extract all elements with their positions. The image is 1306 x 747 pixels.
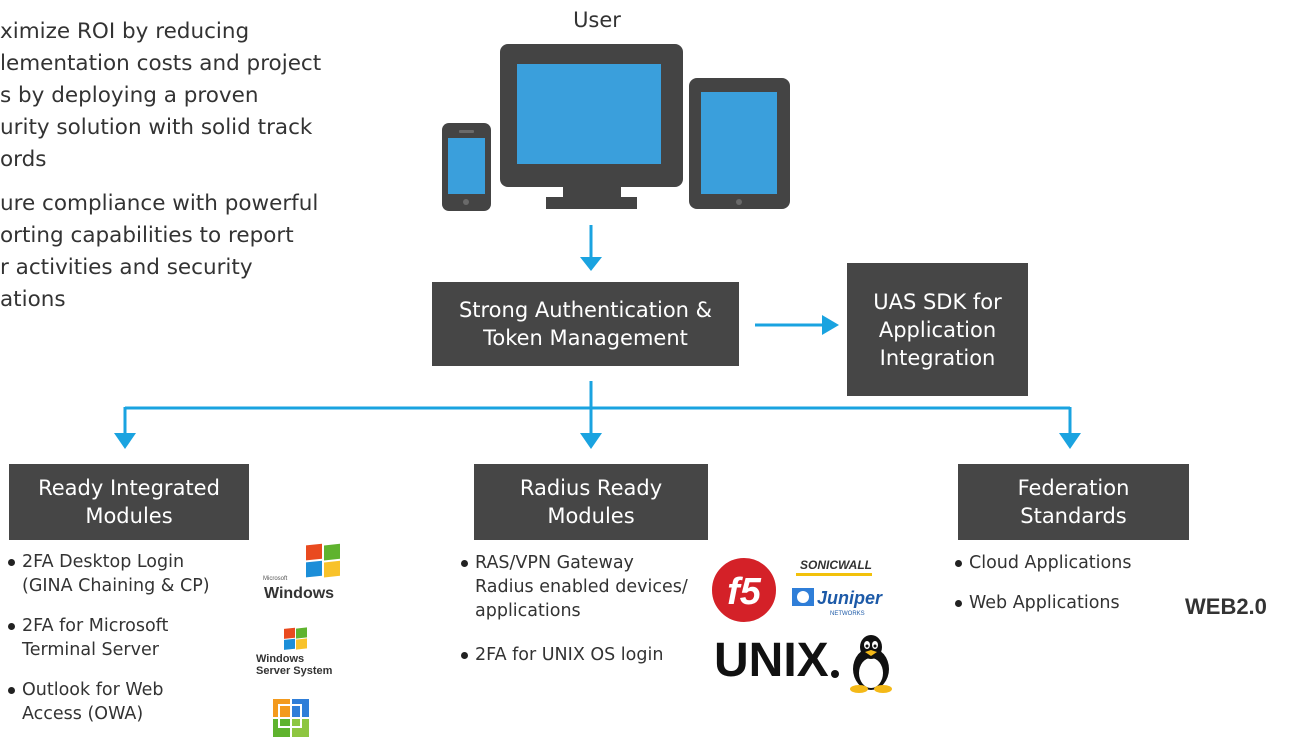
federation-list: Cloud Applications Web Applications <box>955 551 1175 631</box>
box-title-line: Radius Ready <box>519 476 663 500</box>
list-item: 2FA for UNIX OS login <box>461 643 711 667</box>
svg-text:UNIX: UNIX <box>714 634 829 687</box>
list-item: Cloud Applications <box>955 551 1175 575</box>
sdk-box-line: Application <box>878 317 997 342</box>
box-title-line: Modules <box>85 504 173 528</box>
connector-lines <box>123 225 1072 434</box>
svg-text:Windows: Windows <box>264 585 334 602</box>
windows-logo: Microsoft Windows <box>263 543 340 602</box>
arrow-down-icon <box>580 257 602 271</box>
intro-line: urity solution with solid track <box>0 115 313 140</box>
list-item: RAS/VPN Gateway Radius enabled devices/ … <box>461 551 711 623</box>
box-title-line: Modules <box>547 504 635 528</box>
sonicwall-logo: SONICWALL <box>796 558 872 576</box>
svg-text:Juniper: Juniper <box>817 588 883 608</box>
svg-text:Windows: Windows <box>256 653 304 665</box>
sdk-box: UAS SDK for Application Integration <box>847 263 1028 396</box>
sdk-box-line: UAS SDK for <box>873 289 1002 314</box>
office-logo <box>273 699 309 737</box>
juniper-logo: Juniper NETWORKS <box>792 588 883 617</box>
intro-line: ximize ROI by reducing <box>0 19 250 44</box>
f5-logo: f5 <box>710 556 778 624</box>
intro-line: r activities and security <box>0 255 253 280</box>
intro-line: ure compliance with powerful <box>0 191 319 216</box>
ready-modules-list: 2FA Desktop Login (GINA Chaining & CP) 2… <box>8 550 258 742</box>
arrow-down-icon <box>580 433 602 449</box>
tablet-icon <box>689 78 790 209</box>
web20-tag: WEB2.0 <box>1185 594 1267 619</box>
sdk-box-line: Integration <box>879 345 996 370</box>
auth-box: Strong Authentication & Token Management <box>432 282 739 366</box>
list-item: 2FA for Microsoft Terminal Server <box>8 614 258 662</box>
list-item: Outlook for Web Access (OWA) <box>8 678 258 726</box>
auth-box-line: Strong Authentication & <box>458 298 713 322</box>
monitor-icon <box>500 44 683 209</box>
intro-line: s by deploying a proven <box>0 83 259 108</box>
list-item: Web Applications <box>955 591 1175 615</box>
intro-text: ximize ROI by reducing lementation costs… <box>0 16 345 316</box>
svg-text:Microsoft: Microsoft <box>263 576 288 582</box>
arrow-down-icon <box>1059 433 1081 449</box>
phone-icon <box>442 123 491 211</box>
radius-modules-list: RAS/VPN Gateway Radius enabled devices/ … <box>461 551 711 683</box>
auth-box-line: Token Management <box>483 326 688 350</box>
arrow-down-icon <box>114 433 136 449</box>
user-label: User <box>573 8 621 32</box>
list-item: 2FA Desktop Login (GINA Chaining & CP) <box>8 550 258 598</box>
box-title-line: Federation <box>1017 476 1130 500</box>
radius-modules-box: Radius Ready Modules <box>474 464 708 540</box>
intro-line: ations <box>0 287 66 312</box>
svg-text:SONICWALL: SONICWALL <box>800 558 872 572</box>
arrow-right-icon <box>822 315 839 335</box>
box-title-line: Ready Integrated <box>38 476 220 500</box>
arrowheads <box>114 257 1081 449</box>
intro-line: orting capabilities to report <box>0 223 294 248</box>
intro-line: ords <box>0 147 47 172</box>
windows-server-logo: Windows Server System <box>256 627 333 677</box>
federation-box: Federation Standards <box>958 464 1189 540</box>
svg-text:f5: f5 <box>727 571 762 613</box>
tux-logo <box>850 635 892 693</box>
unix-logo: UNIX <box>714 634 839 687</box>
svg-text:NETWORKS: NETWORKS <box>830 611 865 617</box>
box-title-line: Standards <box>1020 504 1127 528</box>
ready-modules-box: Ready Integrated Modules <box>9 464 249 540</box>
svg-text:Server System: Server System <box>256 665 333 677</box>
intro-line: lementation costs and project <box>0 51 322 76</box>
